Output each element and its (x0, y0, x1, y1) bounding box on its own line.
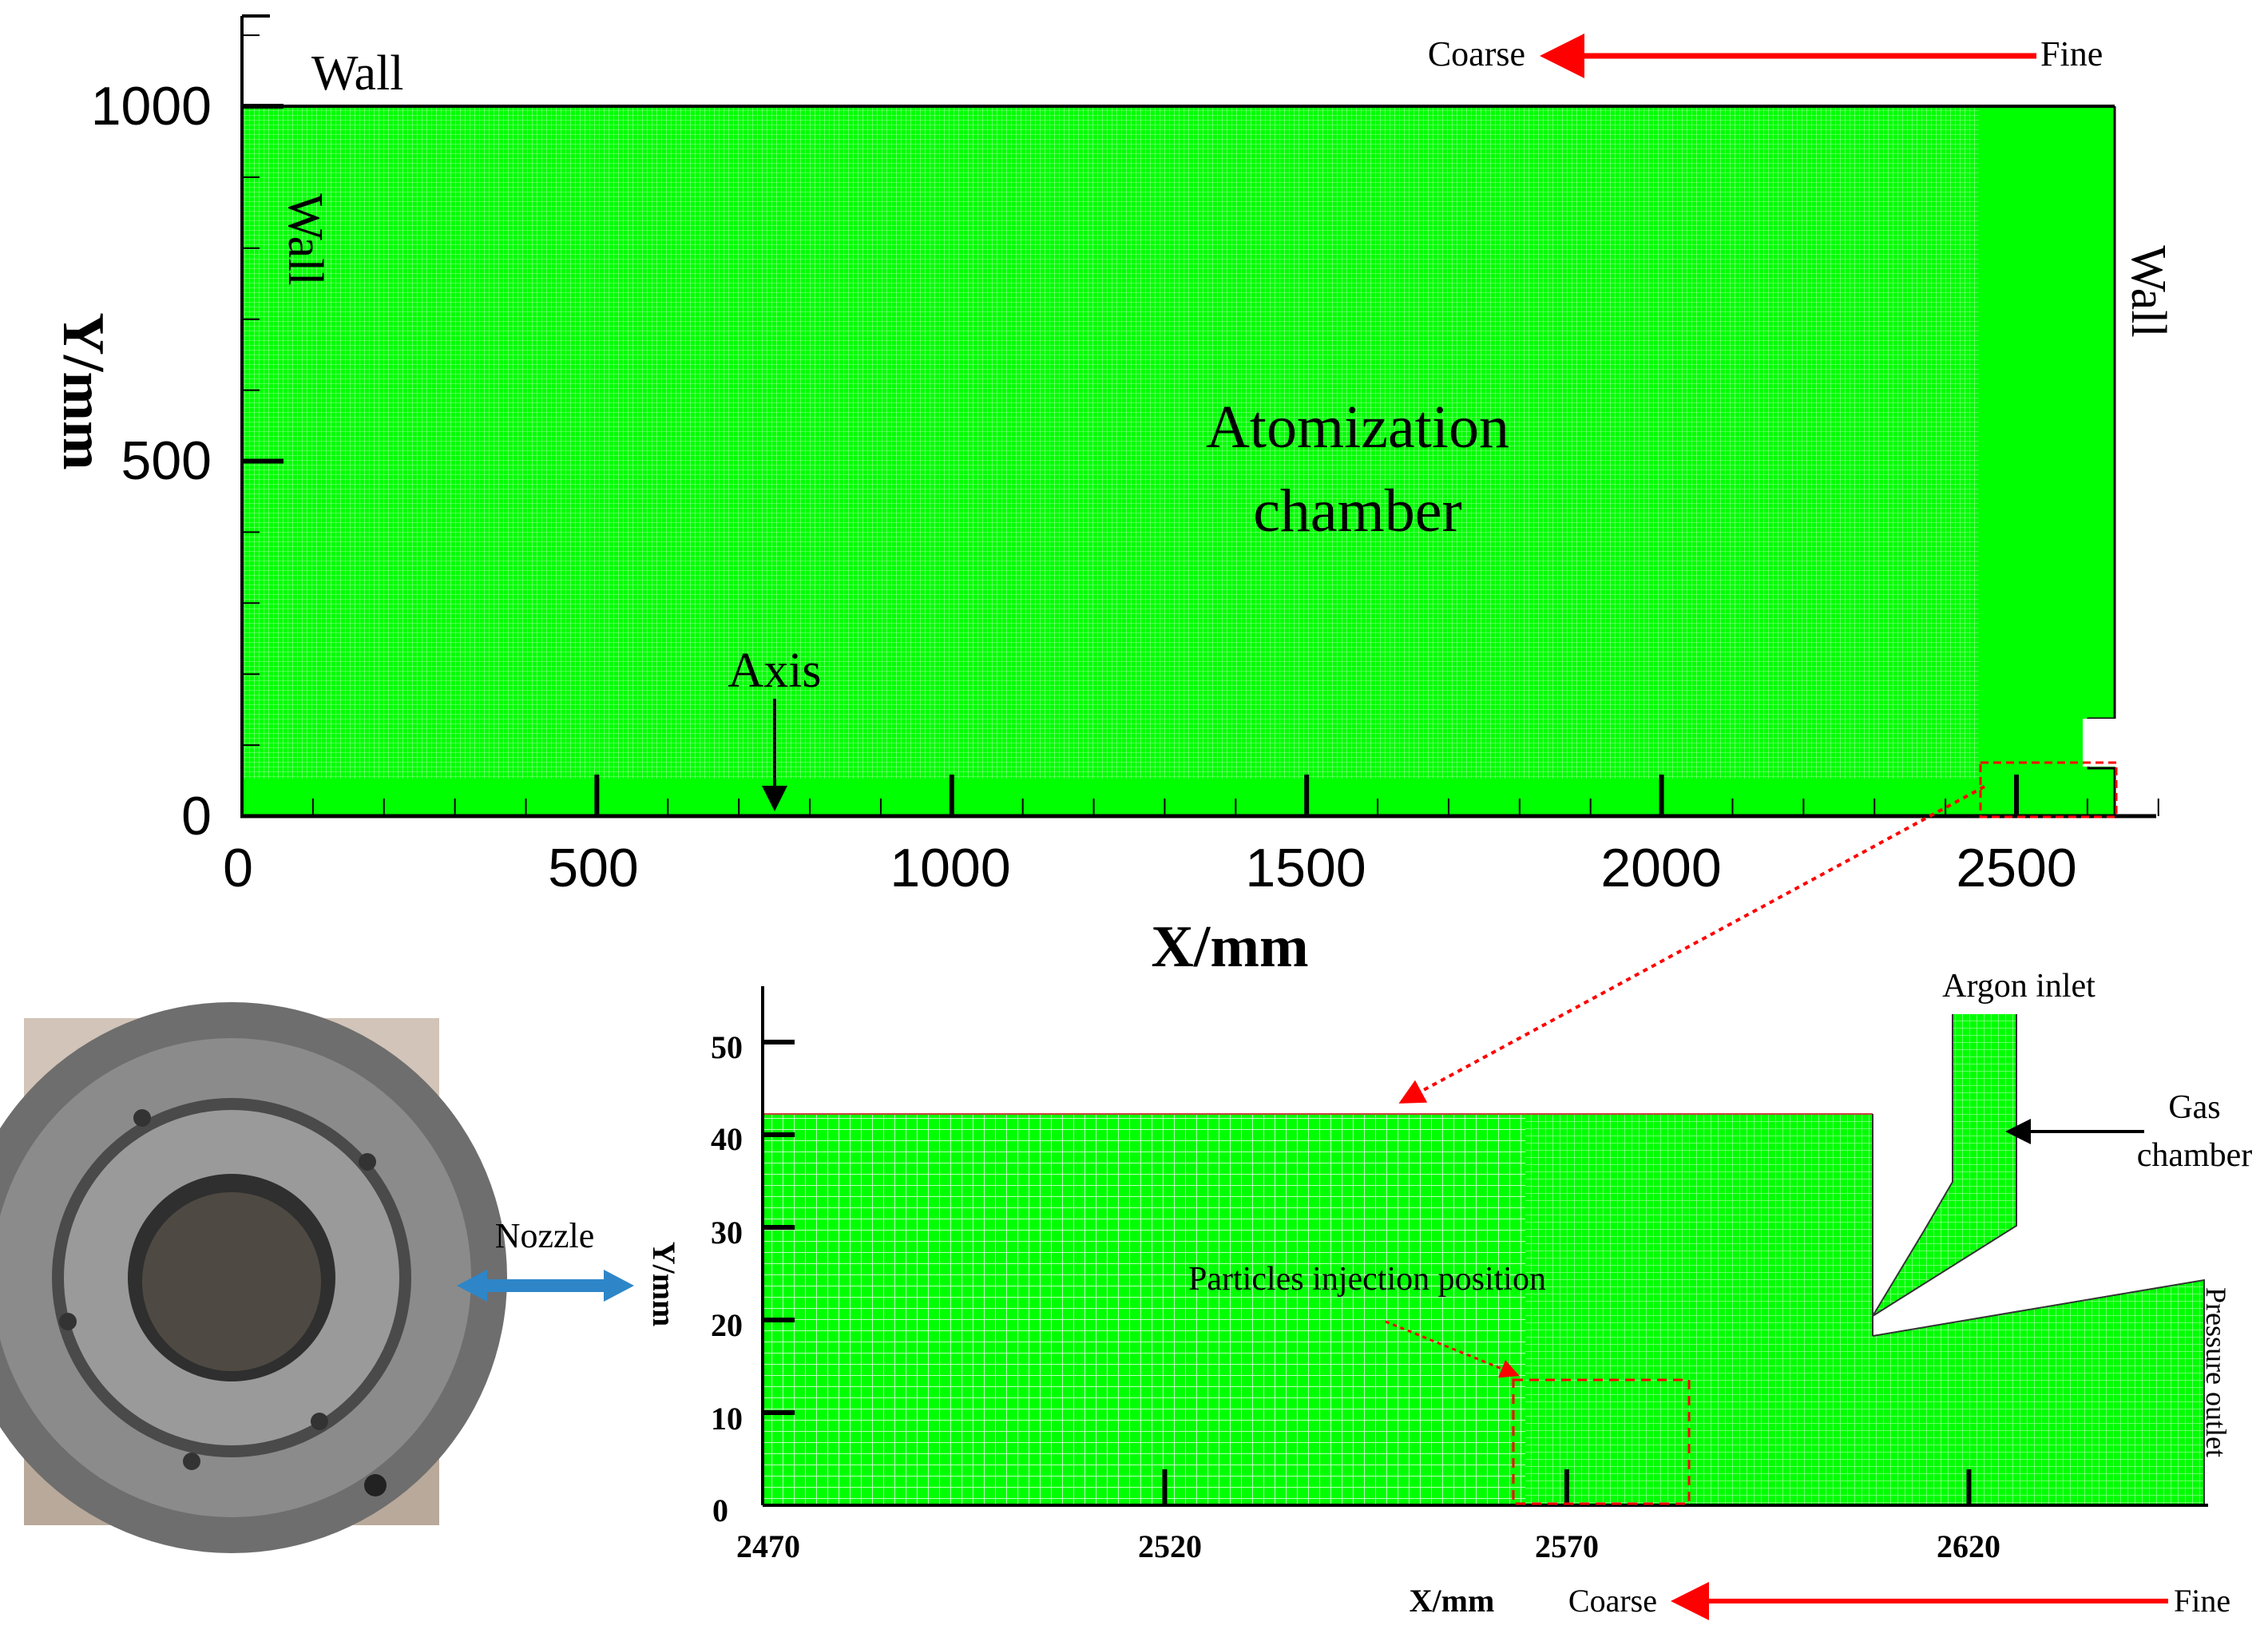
x-tick-1500: 1500 (1245, 838, 1366, 898)
zoom-region-box (1979, 761, 2118, 819)
y-tick-500: 500 (121, 430, 212, 491)
chamber-label-line2: chamber (1253, 478, 1462, 545)
zoom-connector-arrow (1398, 785, 1985, 1104)
zoom-x-axis-title: X/mm (1410, 1583, 1495, 1619)
zoom-mesh-coarse (763, 1114, 1525, 1504)
zoom-x-tick-2470: 2470 (736, 1528, 800, 1564)
x-axis-title: X/mm (1151, 914, 1308, 980)
coarse-label-top: Coarse (1428, 34, 1525, 73)
outlet-channel-mesh (1873, 1280, 2204, 1504)
nozzle-notch (2083, 719, 2118, 767)
zoom-y-axis-title: Y/mm (646, 1242, 682, 1327)
top-axis-ticks (242, 34, 2159, 816)
top-plot: 1000 500 0 0 500 1000 1500 2000 2500 X/m… (50, 14, 2175, 1104)
x-tick-0: 0 (223, 838, 253, 898)
wall-right-label: Wall (2121, 245, 2175, 338)
particles-injection-label: Particles injection position (1188, 1261, 1546, 1298)
fine-label-top: Fine (2040, 34, 2103, 73)
x-tick-1000: 1000 (890, 838, 1010, 898)
x-tick-2000: 2000 (1600, 838, 1721, 898)
wall-left-label: Wall (278, 193, 332, 286)
chamber-mesh (242, 106, 1981, 815)
x-tick-500: 500 (548, 838, 638, 898)
zoom-axis-ticks (763, 1040, 1972, 1505)
fine-mesh-band (1979, 106, 2115, 813)
x-tick-2500: 2500 (1956, 838, 2076, 898)
chamber-label-line1: Atomization (1206, 394, 1509, 461)
gas-chamber-label-line2: chamber (2137, 1137, 2253, 1174)
pressure-outlet-label: Pressure outlet (2200, 1287, 2232, 1457)
zoom-y-tick-30: 30 (711, 1215, 743, 1251)
fine-label-bottom: Fine (2174, 1583, 2230, 1619)
zoom-x-tick-2620: 2620 (1937, 1528, 2000, 1564)
nozzle-double-arrow (457, 1270, 634, 1302)
zoom-mesh-fine (1525, 1114, 1873, 1504)
y-tick-1000: 1000 (91, 76, 212, 137)
zoom-y-tick-10: 10 (711, 1401, 743, 1437)
y-axis-title: Y/mm (50, 312, 116, 470)
axis-mesh-band (242, 779, 2115, 815)
nozzle-photo (0, 1002, 507, 1553)
coarse-label-bottom: Coarse (1568, 1583, 1657, 1619)
zoom-y-tick-50: 50 (711, 1029, 743, 1065)
injection-region-box (1512, 1378, 1691, 1505)
zoom-x-tick-2520: 2520 (1138, 1528, 1202, 1564)
zoom-y-tick-20: 20 (711, 1307, 743, 1343)
zoom-plot: 50 40 30 20 10 0 2470 2520 2570 2620 Y/m… (646, 968, 2253, 1620)
gas-chamber-outline (1872, 1014, 2017, 1317)
gas-chamber-label-line1: Gas (2168, 1089, 2220, 1126)
zoom-x-tick-2570: 2570 (1535, 1528, 1599, 1564)
gas-chamber-mesh (1873, 1014, 2016, 1316)
axis-label: Axis (728, 644, 821, 698)
zoom-y-tick-40: 40 (711, 1121, 743, 1157)
outlet-outline (1872, 1278, 2205, 1504)
argon-inlet-label: Argon inlet (1942, 968, 2096, 1005)
zoom-y-tick-0: 0 (712, 1492, 728, 1528)
wall-top-label: Wall (311, 46, 404, 101)
y-tick-0: 0 (181, 786, 212, 846)
nozzle-label: Nozzle (495, 1216, 595, 1255)
